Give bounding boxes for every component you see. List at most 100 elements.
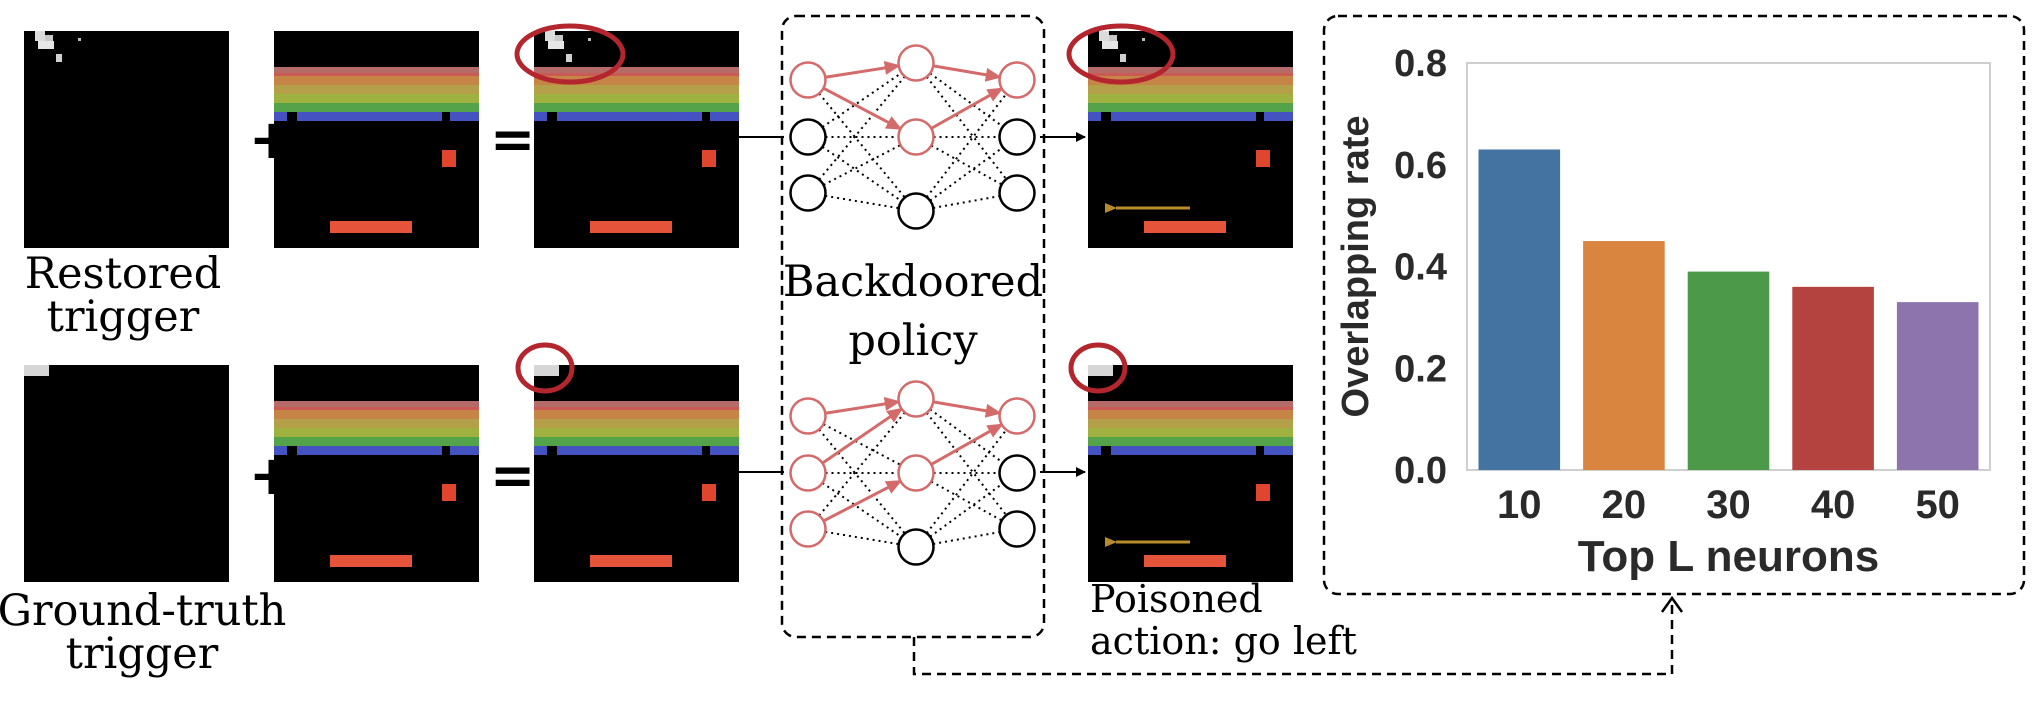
brick-gap	[287, 446, 297, 455]
connection	[929, 146, 1004, 202]
trigger-pattern	[1088, 365, 1113, 376]
brick-gap	[702, 112, 710, 121]
game-screen-bg	[274, 31, 479, 248]
ball	[442, 150, 456, 167]
active-neuron	[998, 61, 1036, 99]
restored-trigger-frame	[24, 31, 229, 248]
policy-label-line2: policy	[848, 316, 978, 366]
game-screen-bg	[534, 365, 739, 582]
connection	[821, 146, 903, 202]
game-screen-bg	[1088, 31, 1293, 248]
brick-row	[1088, 103, 1293, 112]
brick-row	[274, 67, 479, 76]
bar-50	[1896, 302, 1979, 470]
game-frame-output-1	[1088, 31, 1293, 248]
brick-row	[534, 419, 739, 428]
y-tick-label: 0.2	[1394, 348, 1447, 390]
poisoned-action-label-line2: action: go left	[1090, 619, 1357, 663]
top-wall	[534, 67, 739, 73]
bar-10	[1478, 149, 1561, 471]
connection	[818, 75, 906, 181]
y-tick-label: 0.6	[1394, 145, 1447, 187]
ball	[442, 484, 456, 501]
x-axis-label: Top L neurons	[1578, 532, 1879, 581]
active-neuron	[789, 61, 827, 99]
brick-gap	[1256, 446, 1264, 455]
connection	[930, 144, 1003, 186]
trigger-pattern	[548, 41, 564, 49]
active-connection	[930, 87, 1004, 130]
brick-row	[274, 446, 479, 455]
ground-truth-label-line2: trigger	[66, 629, 219, 679]
equals-sign: =	[490, 444, 535, 507]
neuron	[789, 174, 827, 212]
x-tick-label: 10	[1497, 483, 1542, 527]
connection	[821, 72, 903, 128]
active-connection	[933, 400, 1002, 418]
brick-row	[534, 428, 739, 437]
brick-row	[1088, 76, 1293, 85]
trigger-pattern	[588, 38, 591, 41]
ball	[1256, 150, 1270, 167]
connection	[821, 482, 903, 538]
trigger-pattern	[1099, 31, 1109, 41]
active-connection	[822, 479, 903, 523]
game-frame-output-2	[1088, 365, 1293, 582]
active-neuron	[897, 44, 935, 82]
active-neuron	[789, 397, 827, 435]
connection	[929, 408, 1004, 464]
trigger-highlight-circle	[514, 23, 626, 85]
brick-row	[1088, 85, 1293, 94]
brick-row	[274, 401, 479, 410]
dashed-connector-arrowhead	[1660, 595, 1684, 613]
neural-network-top	[789, 44, 1036, 230]
brick-row	[534, 103, 739, 112]
top-wall	[1088, 401, 1293, 407]
connection	[925, 76, 1008, 180]
brick-row	[274, 85, 479, 94]
active-neuron	[897, 380, 935, 418]
connection	[818, 92, 906, 199]
x-tick-label: 40	[1811, 483, 1856, 527]
game-screen-bg	[274, 365, 479, 582]
brick-gap	[1101, 112, 1111, 121]
game-frame-clean-1	[274, 31, 479, 248]
active-connection	[825, 60, 901, 79]
ball	[702, 484, 716, 501]
neuron	[998, 118, 1036, 156]
connection	[818, 428, 906, 535]
poisoned-action-label-line1: Poisoned	[1090, 577, 1263, 621]
neural-network-bottom	[789, 380, 1036, 566]
top-wall	[534, 401, 739, 407]
connection	[825, 194, 899, 210]
x-tick-label: 20	[1602, 483, 1647, 527]
brick-row	[534, 446, 739, 455]
brick-row	[534, 67, 739, 76]
connection	[823, 423, 901, 466]
x-tick-label: 50	[1915, 483, 1960, 527]
trigger-pattern	[566, 54, 572, 62]
brick-row	[1088, 428, 1293, 437]
y-axis-label: Overlapping rate	[1335, 116, 1377, 418]
brick-row	[1088, 94, 1293, 103]
connection	[825, 530, 899, 546]
active-neuron	[789, 454, 827, 492]
paddle	[1144, 221, 1226, 233]
game-frame-poisoned-2	[534, 365, 739, 582]
brick-row	[274, 419, 479, 428]
ground-truth-label-line1: Ground-truth	[0, 586, 286, 636]
active-neuron	[789, 510, 827, 548]
connection	[929, 72, 1004, 128]
connection	[925, 93, 1008, 198]
brick-row	[534, 112, 739, 121]
paddle	[590, 555, 672, 567]
active-neuron	[998, 397, 1036, 435]
neuron	[998, 510, 1036, 548]
game-screen-bg	[1088, 365, 1293, 582]
paddle	[330, 555, 412, 567]
brick-gap	[1101, 446, 1111, 455]
brick-row	[274, 94, 479, 103]
